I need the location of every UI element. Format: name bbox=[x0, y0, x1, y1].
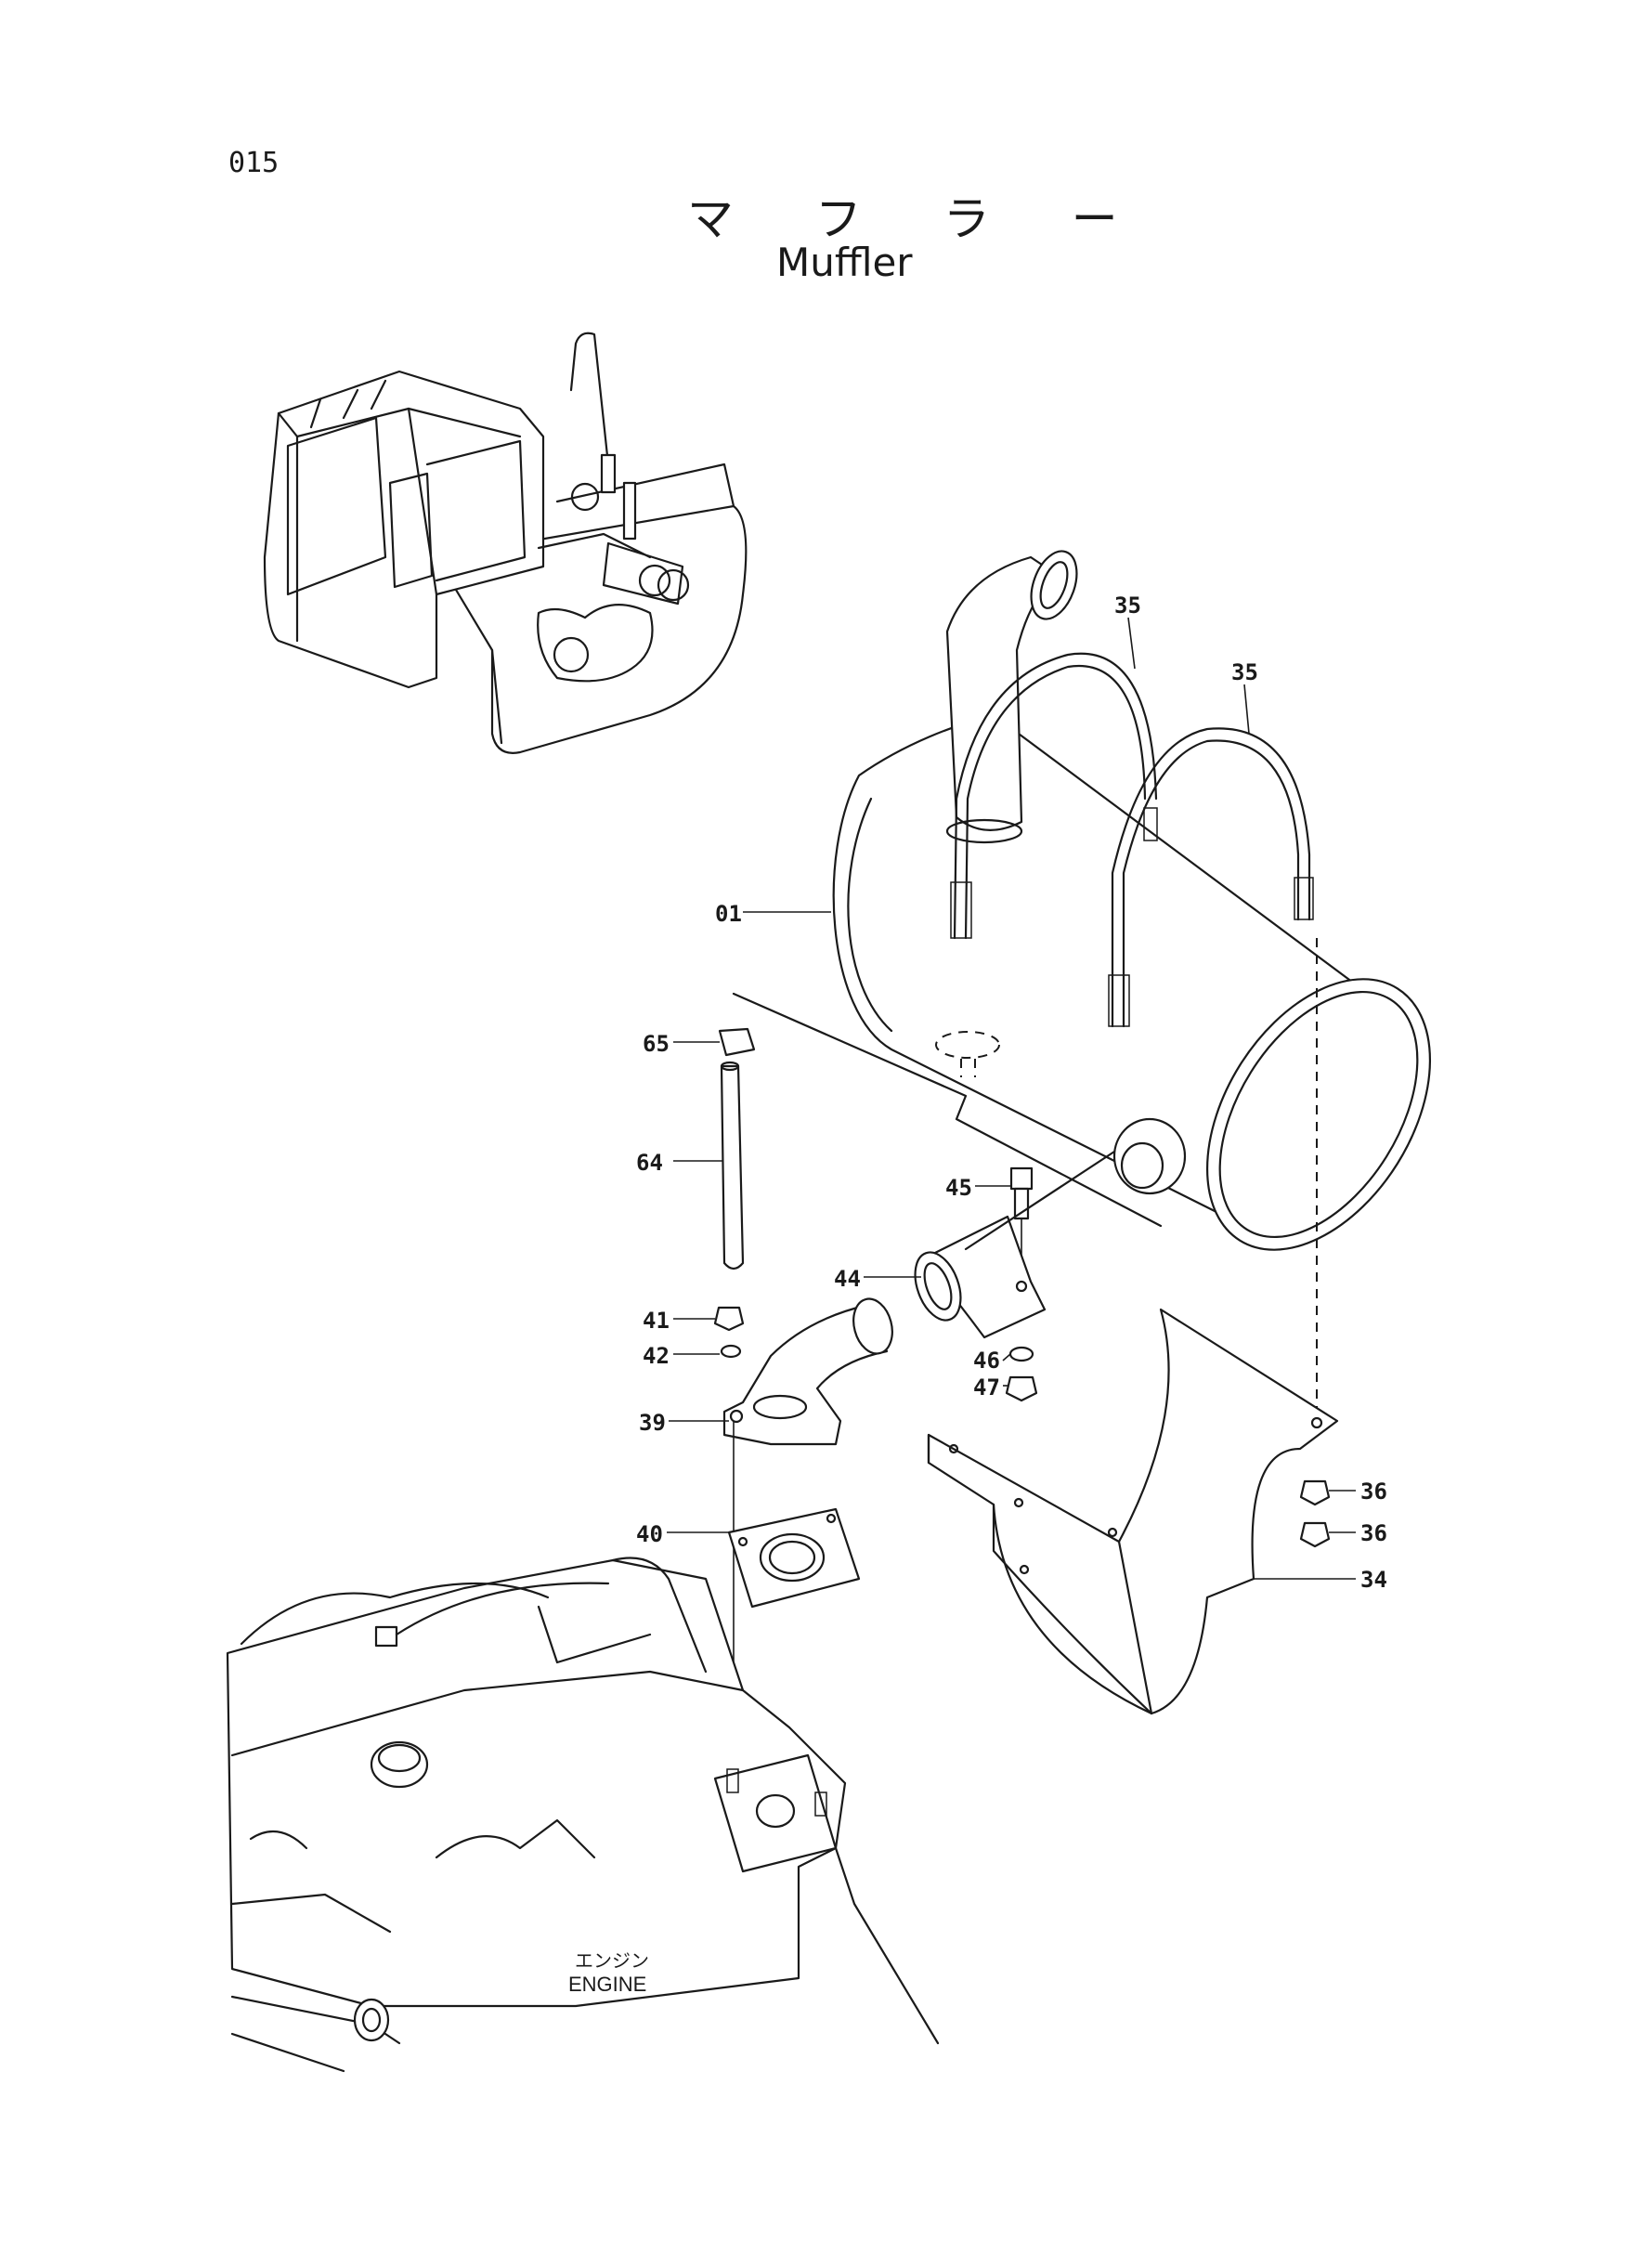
title-japanese: マ フ ラ ー bbox=[687, 192, 1151, 246]
callout-35-lower: 35 bbox=[1231, 659, 1258, 685]
engine-label-japanese: エンジン bbox=[575, 1949, 649, 1972]
engine-label-english: ENGINE bbox=[568, 1973, 647, 1996]
drain-tube-part-64 bbox=[720, 1061, 745, 1270]
gasket-part-40 bbox=[727, 1507, 861, 1609]
u-bolt-part-35 bbox=[950, 652, 1314, 1028]
callout-01: 01 bbox=[715, 901, 742, 927]
callout-44: 44 bbox=[834, 1266, 861, 1292]
callout-leader-lines bbox=[667, 617, 1356, 1580]
callout-45: 45 bbox=[945, 1175, 972, 1201]
page-number: 015 bbox=[228, 147, 280, 179]
callout-36-lower: 36 bbox=[1360, 1520, 1387, 1546]
callout-47: 47 bbox=[973, 1375, 1000, 1401]
callout-40: 40 bbox=[636, 1521, 663, 1547]
callout-36-upper: 36 bbox=[1360, 1479, 1387, 1505]
elbow-pipe-part-39 bbox=[722, 1297, 893, 1774]
callout-35-upper: 35 bbox=[1114, 593, 1141, 619]
callout-65: 65 bbox=[643, 1031, 670, 1057]
callout-39: 39 bbox=[639, 1410, 666, 1436]
excavator-overview-illustration bbox=[263, 332, 748, 754]
callout-41: 41 bbox=[643, 1308, 670, 1334]
callout-labels: 35 35 01 65 64 45 44 41 42 46 47 39 40 3… bbox=[636, 593, 1387, 1593]
clamp-part-44 bbox=[914, 1150, 1116, 1339]
clip-part-65 bbox=[718, 992, 1163, 1228]
nut-part-41 bbox=[713, 1306, 745, 1332]
washer-part-42 bbox=[720, 1344, 742, 1359]
callout-34: 34 bbox=[1360, 1567, 1387, 1593]
washer-part-46 bbox=[1008, 1346, 1034, 1362]
callout-46: 46 bbox=[973, 1348, 1000, 1374]
title-english: Muffler bbox=[776, 240, 913, 285]
nut-part-36 bbox=[1299, 1479, 1331, 1548]
callout-64: 64 bbox=[636, 1150, 663, 1176]
nut-part-47 bbox=[1005, 1375, 1038, 1402]
engine-illustration bbox=[226, 1557, 940, 2073]
callout-42: 42 bbox=[643, 1343, 670, 1369]
